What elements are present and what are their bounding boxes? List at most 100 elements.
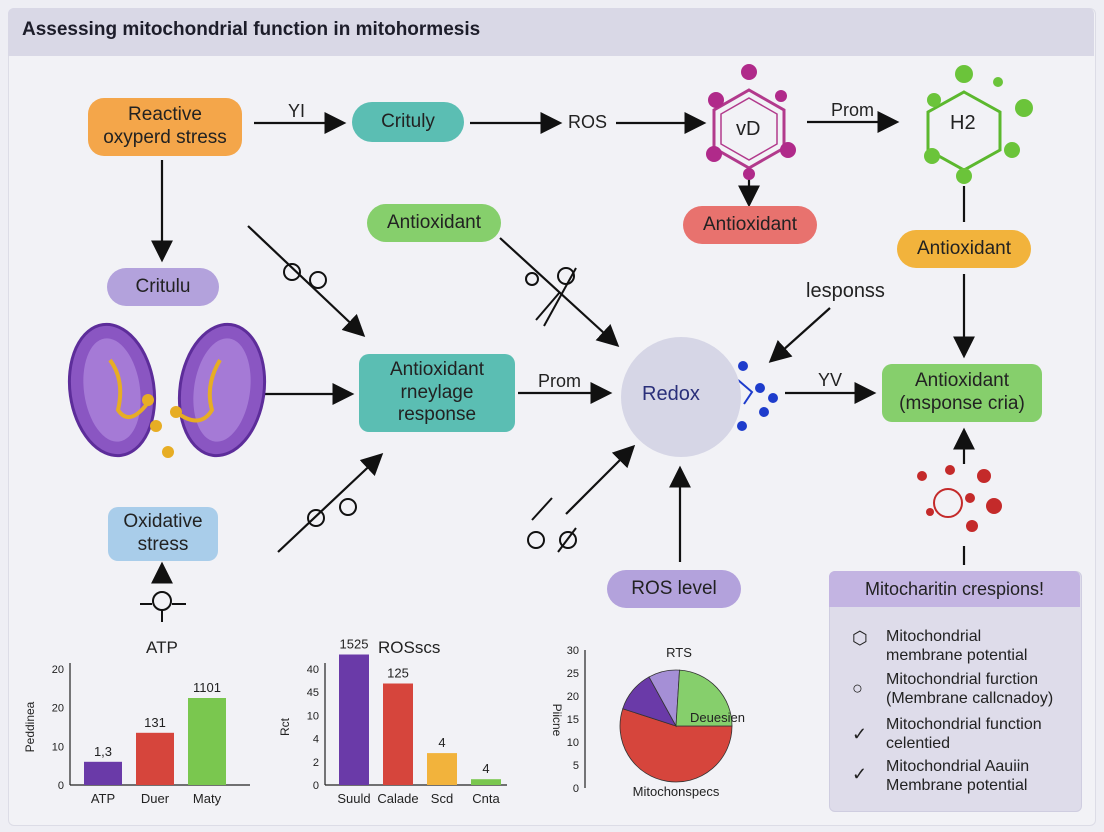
inhibitor-symbols — [140, 263, 577, 622]
node-label: Antioxidant — [702, 213, 797, 235]
mito-panel-header: Mitocharitin crespions! — [829, 571, 1080, 607]
edge-label-yi: YI — [288, 101, 306, 121]
node-label: Oxidative stress — [123, 511, 203, 555]
bar — [471, 779, 501, 785]
page-title: Assessing mitochondrial function in mito… — [22, 19, 481, 40]
y-tick-label: 20 — [567, 691, 579, 703]
node-label: Antioxidant — [386, 211, 481, 233]
y-tick-label: 15 — [567, 714, 579, 726]
molecule-icon: ⬡ — [852, 628, 868, 648]
panel-item: Mitochondrial furction (Membrane callcna… — [886, 671, 1054, 708]
edge-label-prom-top: Prom — [831, 100, 875, 120]
node-label: Crituly — [381, 110, 435, 132]
bar — [136, 732, 174, 785]
ros-level-node: ROS level — [607, 570, 741, 608]
node-label: Antioxidant rneylage response — [389, 358, 484, 426]
y-tick-label: 5 — [573, 760, 579, 772]
crituly-node: Crituly — [352, 102, 464, 142]
y-tick-label: 20 — [52, 664, 64, 676]
pie-slice — [675, 669, 733, 727]
antioxidant-red-node: Antioxidant — [683, 206, 817, 244]
edge-label-response: lesponss — [806, 280, 885, 302]
category-label: Scd — [431, 791, 453, 806]
y-tick-label: 45 — [307, 687, 319, 699]
mitochondria-icon — [67, 322, 267, 458]
y-tick-label: 4 — [313, 734, 319, 746]
bar — [383, 683, 413, 785]
pie-title: RTS — [666, 645, 692, 660]
y-tick-label: 0 — [313, 780, 319, 792]
checkmark-icon: ✓ — [852, 764, 868, 784]
circle-icon: ○ — [852, 678, 863, 698]
pie-slice-label: Deuesien — [690, 710, 745, 725]
y-axis-label: Rct — [278, 717, 292, 736]
h2-label: H2 — [950, 112, 976, 134]
x-axis-label: Mitochonspecs — [633, 784, 720, 799]
arrow-to-redox-bottom — [565, 444, 636, 515]
category-label: Maty — [193, 791, 222, 806]
antioxidant-green-node: Antioxidant — [367, 204, 501, 242]
arrow-oxidative-to-response — [277, 452, 384, 553]
h2-molecule-icon — [924, 65, 1033, 184]
panel-item: Mitochondrial Aauiin Membrane potential — [886, 758, 1030, 795]
arrow-to-antioxidant-response — [247, 225, 366, 338]
data-label: 131 — [144, 715, 166, 730]
y-tick-label: 0 — [58, 780, 64, 792]
bar — [84, 761, 122, 785]
node-label: Antioxidant — [916, 237, 1011, 259]
pie-slice — [619, 708, 733, 783]
arrow-antioxidant-to-redox — [499, 237, 620, 347]
bar — [339, 654, 369, 785]
ros-label: ROS — [568, 112, 608, 132]
vd-molecule-icon — [706, 64, 796, 180]
chart-title-atp: ATP — [146, 638, 178, 657]
y-tick-label: 20 — [52, 703, 64, 715]
redox-node — [621, 337, 741, 457]
antioxidant-response-node: Antioxidant rneylage response — [359, 354, 515, 432]
antioxidant-response-crit-node: Antioxidant (msponse cria) — [882, 364, 1042, 422]
panel-item: Mitochondrial membrane potential — [886, 628, 1028, 665]
y-tick-label: 10 — [52, 741, 64, 753]
y-axis-label: Peddinea — [23, 701, 37, 752]
edge-label-prom-mid: Prom — [538, 371, 582, 391]
node-label: Critulu — [135, 275, 191, 297]
panel-item: Mitochondrial function celentied — [886, 716, 1042, 753]
checkmark-icon: ✓ — [852, 724, 868, 744]
node-label: ROS level — [631, 577, 717, 599]
y-tick-label: 10 — [567, 737, 579, 749]
node-label: Antioxidant (msponse cria) — [899, 370, 1025, 414]
antioxidant-yellow-node: Antioxidant — [897, 230, 1031, 268]
edge-label-yv: YV — [818, 370, 843, 390]
y-tick-label: 0 — [573, 783, 579, 795]
category-label: Cnta — [472, 791, 500, 806]
critulu-node: Critulu — [107, 268, 219, 306]
arrow-response-to-redox-2 — [768, 307, 831, 363]
y-tick-label: 10 — [307, 710, 319, 722]
chart-title-rosscs: ROSscs — [378, 638, 441, 657]
y-tick-label: 25 — [567, 668, 579, 680]
reactive-oxygen-stress-node: Reactive oxyperd stress — [88, 98, 242, 156]
category-label: Suuld — [337, 791, 370, 806]
red-molecule-icon — [917, 465, 1002, 532]
node-label: Reactive oxyperd stress — [103, 104, 227, 148]
y-axis-label: Piicne — [550, 704, 564, 737]
data-label: 125 — [387, 666, 409, 681]
data-label: 1,3 — [94, 744, 112, 759]
redox-label: Redox — [642, 383, 700, 405]
category-label: ATP — [91, 791, 115, 806]
category-label: Calade — [377, 791, 418, 806]
oxidative-stress-node: Oxidative stress — [108, 507, 218, 561]
data-label: 1101 — [193, 680, 221, 695]
category-label: Duer — [141, 791, 170, 806]
bar — [427, 753, 457, 785]
data-label: 4 — [438, 735, 445, 750]
data-label: 1525 — [340, 637, 369, 652]
y-tick-label: 30 — [567, 645, 579, 657]
vd-label: vD — [736, 118, 761, 140]
y-tick-label: 40 — [307, 664, 319, 676]
bar — [188, 698, 226, 785]
y-tick-label: 2 — [313, 757, 319, 769]
data-label: 4 — [482, 761, 489, 776]
